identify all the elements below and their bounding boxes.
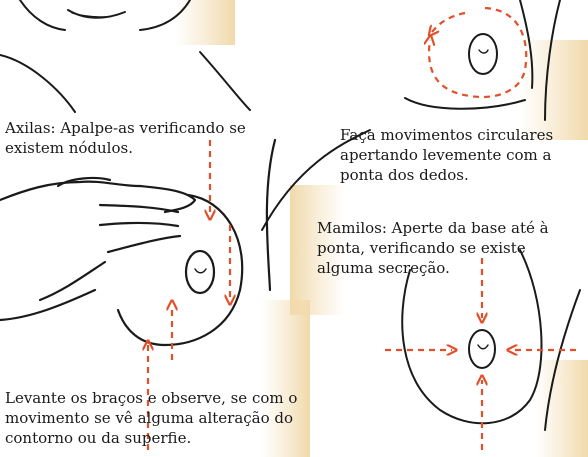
- face-chin-figure: [0, 0, 251, 113]
- nipple-exam-figure: [261, 129, 581, 450]
- caption-circular-movements: Faça movimentos circulares apertando lev…: [340, 126, 554, 184]
- skin-shading: [175, 0, 588, 457]
- circular-exam-figure: [404, 0, 561, 121]
- axilla-exam-figure: [0, 138, 277, 450]
- caption-axilas: Axilas: Apalpe-as verificando se existem…: [5, 119, 246, 157]
- caption-raise-arms: Levante os braços e observe, se com o mo…: [5, 389, 298, 447]
- caption-mamilos: Mamilos: Aperte da base até à ponta, ver…: [317, 219, 549, 277]
